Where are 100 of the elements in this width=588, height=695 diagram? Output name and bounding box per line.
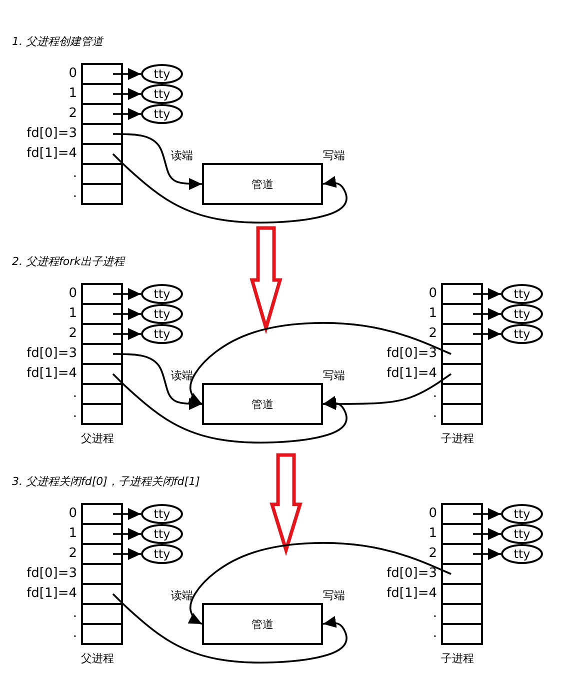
fd-label: fd[0]=3: [386, 346, 437, 362]
fd-label: .: [432, 626, 437, 642]
tty-ellipse: [141, 504, 183, 524]
tty-label: tty: [514, 507, 530, 521]
pipe-end-label: 读端: [171, 148, 193, 163]
fd-label: .: [72, 626, 77, 642]
arrow: [113, 548, 141, 560]
fd-label: 1: [68, 86, 77, 102]
fd-label: .: [72, 386, 77, 402]
fd-label: fd[0]=3: [26, 566, 77, 582]
fd-label: 2: [68, 106, 77, 122]
fd-label: 1: [68, 306, 77, 322]
arrow: [188, 322, 452, 405]
arrow: [113, 133, 202, 190]
tty-label: tty: [514, 547, 530, 561]
fd-label: fd[1]=4: [386, 366, 437, 382]
fd-table: [441, 283, 483, 425]
arrow: [113, 528, 141, 540]
pipe-box: [202, 163, 323, 205]
arrow: [113, 308, 141, 320]
arrow: [473, 508, 501, 520]
arrow: [112, 373, 348, 444]
fd-label: fd[1]=4: [26, 586, 77, 602]
fd-label: .: [432, 406, 437, 422]
pipe-label: 管道: [252, 176, 274, 192]
pipe-end-label: 写端: [323, 588, 345, 603]
fd-table: [81, 503, 123, 645]
arrow: [113, 328, 141, 340]
tty-ellipse: [501, 544, 543, 564]
fd-label: fd[0]=3: [386, 566, 437, 582]
tty-label: tty: [154, 307, 170, 321]
arrow: [112, 153, 348, 224]
fd-label: fd[1]=4: [386, 586, 437, 602]
pipe-box: [202, 383, 323, 425]
arrow: [323, 373, 452, 410]
fd-label: fd[0]=3: [26, 126, 77, 142]
tty-label: tty: [154, 547, 170, 561]
arrow: [113, 88, 141, 100]
pipe-end-label: 写端: [323, 148, 345, 163]
arrow: [113, 508, 141, 520]
fd-label: fd[0]=3: [26, 346, 77, 362]
fd-label: .: [432, 606, 437, 622]
pipe-box: [202, 603, 323, 645]
tty-label: tty: [154, 527, 170, 541]
arrow: [113, 288, 141, 300]
fd-label: 0: [68, 506, 77, 522]
pipe-label: 管道: [252, 616, 274, 632]
tty-label: tty: [154, 287, 170, 301]
pipe-end-label: 写端: [323, 368, 345, 383]
fd-label: fd[1]=4: [26, 366, 77, 382]
tty-ellipse: [141, 304, 183, 324]
tty-ellipse: [141, 324, 183, 344]
pipe-end-label: 读端: [171, 588, 193, 603]
fd-label: 2: [428, 546, 437, 562]
step-heading: 3. 父进程关闭fd[0]，子进程关闭fd[1]: [12, 474, 200, 489]
fd-label: 2: [68, 546, 77, 562]
fd-table: [81, 283, 123, 425]
fd-label: 1: [68, 526, 77, 542]
pipe-end-label: 读端: [171, 368, 193, 383]
tty-ellipse: [141, 104, 183, 124]
fd-label: 1: [428, 526, 437, 542]
tty-label: tty: [154, 507, 170, 521]
tty-label: tty: [514, 527, 530, 541]
tty-label: tty: [154, 67, 170, 81]
tty-ellipse: [501, 284, 543, 304]
fd-label: 2: [428, 326, 437, 342]
fd-table: [441, 503, 483, 645]
tty-label: tty: [154, 327, 170, 341]
arrow: [113, 353, 202, 410]
fd-label: 1: [428, 306, 437, 322]
fd-label: 0: [428, 506, 437, 522]
tty-ellipse: [141, 524, 183, 544]
arrow: [473, 308, 501, 320]
pipe-label: 管道: [252, 396, 274, 412]
fd-label: fd[1]=4: [26, 146, 77, 162]
tty-ellipse: [501, 304, 543, 324]
tty-label: tty: [514, 287, 530, 301]
tty-label: tty: [514, 327, 530, 341]
process-caption: 子进程: [441, 431, 474, 446]
fd-label: .: [432, 386, 437, 402]
fd-label: 0: [68, 66, 77, 82]
fd-label: 0: [68, 286, 77, 302]
tty-ellipse: [141, 84, 183, 104]
fd-table: [81, 63, 123, 205]
tty-ellipse: [501, 524, 543, 544]
arrow: [473, 548, 501, 560]
tty-ellipse: [501, 324, 543, 344]
fd-label: .: [72, 606, 77, 622]
fd-label: .: [72, 186, 77, 202]
process-caption: 子进程: [441, 651, 474, 666]
arrow: [473, 528, 501, 540]
arrow: [473, 288, 501, 300]
step-heading: 2. 父进程fork出子进程: [12, 254, 124, 269]
tty-label: tty: [514, 307, 530, 321]
tty-label: tty: [154, 87, 170, 101]
tty-ellipse: [141, 284, 183, 304]
arrow: [473, 328, 501, 340]
fd-label: .: [72, 406, 77, 422]
tty-ellipse: [141, 544, 183, 564]
fd-label: 0: [428, 286, 437, 302]
